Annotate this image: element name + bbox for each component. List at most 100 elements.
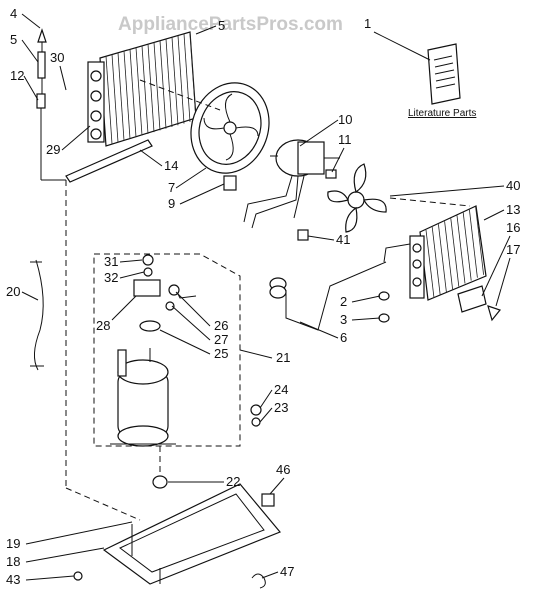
callout-c23: 23 [274, 400, 288, 415]
leader-line-c16 [481, 235, 511, 297]
callout-c28: 28 [96, 318, 110, 333]
drain-strap-drawing [65, 139, 153, 183]
callout-c19: 19 [6, 536, 20, 551]
leader-line-c17 [495, 257, 511, 307]
callout-c18: 18 [6, 554, 20, 569]
leader-line-c5b [195, 25, 217, 35]
callout-c3: 3 [340, 312, 347, 327]
leader-line-c30 [59, 65, 67, 91]
leader-line-c6 [299, 321, 339, 339]
screw-43-drawing [73, 571, 83, 581]
leader-line-c41 [307, 235, 335, 241]
callout-c10: 10 [338, 112, 352, 127]
callout-c4: 4 [10, 6, 17, 21]
leader-line-c29 [61, 125, 91, 151]
callout-c31: 31 [104, 254, 118, 269]
callout-c5b: 5 [218, 18, 225, 33]
callout-c29: 29 [46, 142, 60, 157]
leader-line-c21 [239, 349, 273, 359]
leader-line-c32 [119, 271, 145, 279]
arrow-drawing [487, 305, 502, 322]
leader-line-c19 [25, 521, 133, 545]
compressor-drawing [110, 348, 176, 447]
callout-c7: 7 [168, 180, 175, 195]
leader-line-c7 [175, 167, 207, 189]
evaporator-coil-drawing [87, 31, 197, 147]
callout-c46: 46 [276, 462, 290, 477]
callout-c2: 2 [340, 294, 347, 309]
callout-c14: 14 [164, 158, 178, 173]
leader-line-c25 [159, 329, 211, 355]
callout-c25: 25 [214, 346, 228, 361]
leader-line-c47 [261, 571, 279, 579]
leader-line-c13 [483, 209, 505, 221]
callout-c5a: 5 [10, 32, 17, 47]
leader-line-c27 [171, 305, 211, 341]
motor-clip-drawing [325, 169, 337, 179]
leader-line-c4 [21, 13, 41, 29]
leader-line-c5a [21, 39, 39, 63]
bracket-46-drawing [261, 493, 275, 507]
relay-overload-drawing [133, 254, 197, 332]
literature-booklet-icon [427, 43, 461, 105]
callout-c9: 9 [168, 196, 175, 211]
literature-parts-label: Literature Parts [408, 108, 476, 119]
callout-c20: 20 [6, 284, 20, 299]
bracket-drawing [223, 175, 237, 191]
callout-c13: 13 [506, 202, 520, 217]
callout-c43: 43 [6, 572, 20, 587]
grommet-24-drawing [250, 404, 262, 416]
leader-line-c23 [259, 407, 273, 423]
grommet-22-drawing [152, 475, 168, 489]
callout-c16: 16 [506, 220, 520, 235]
callout-c17: 17 [506, 242, 520, 257]
callout-c6: 6 [340, 330, 347, 345]
clip-47-drawing [251, 573, 266, 589]
leader-line-c14 [139, 149, 163, 167]
callout-c26: 26 [214, 318, 228, 333]
callout-c40: 40 [506, 178, 520, 193]
callout-c24: 24 [274, 382, 288, 397]
callout-c1: 1 [364, 16, 371, 31]
leader-line-c10 [299, 119, 339, 147]
leader-line-c1 [373, 31, 431, 61]
leader-line-c40 [389, 185, 505, 197]
leader-line-c26 [175, 291, 211, 327]
leader-line-c11 [331, 147, 345, 173]
callout-c12: 12 [10, 68, 24, 83]
leader-line-c31 [119, 259, 143, 263]
wire-harness-drawing [34, 259, 44, 371]
leader-line-c18 [25, 547, 105, 563]
leader-line-c2 [351, 295, 381, 303]
shroud-bracket-drawing [457, 285, 487, 313]
callout-c30: 30 [50, 50, 64, 65]
callout-c22: 22 [226, 474, 240, 489]
condenser-fan-drawing [327, 163, 387, 233]
watermark: AppliancePartsPros.com [118, 14, 343, 35]
capillary-tube-drawing [36, 28, 66, 181]
leader-line-c9 [179, 183, 225, 205]
callout-leader-lines [21, 13, 511, 581]
callout-c47: 47 [280, 564, 294, 579]
callout-c21: 21 [276, 350, 290, 365]
fan-clip-drawing [297, 229, 309, 241]
grommet-3-drawing [378, 313, 390, 323]
leader-line-c28 [111, 295, 137, 321]
callout-c41: 41 [336, 232, 350, 247]
fan-motor-drawing [243, 139, 340, 229]
leader-line-c20 [21, 291, 39, 301]
blower-wheel-drawing [190, 82, 270, 174]
callout-c11: 11 [338, 132, 352, 147]
discharge-tube-drawing [269, 261, 387, 331]
base-pan-drawing [102, 483, 281, 585]
condenser-coil-drawing [383, 205, 487, 301]
leader-line-c12 [23, 75, 39, 101]
leader-line-c24 [259, 389, 273, 409]
callout-c27: 27 [214, 332, 228, 347]
leader-line-c46 [269, 477, 285, 495]
leader-line-c43 [25, 575, 75, 581]
callout-c32: 32 [104, 270, 118, 285]
